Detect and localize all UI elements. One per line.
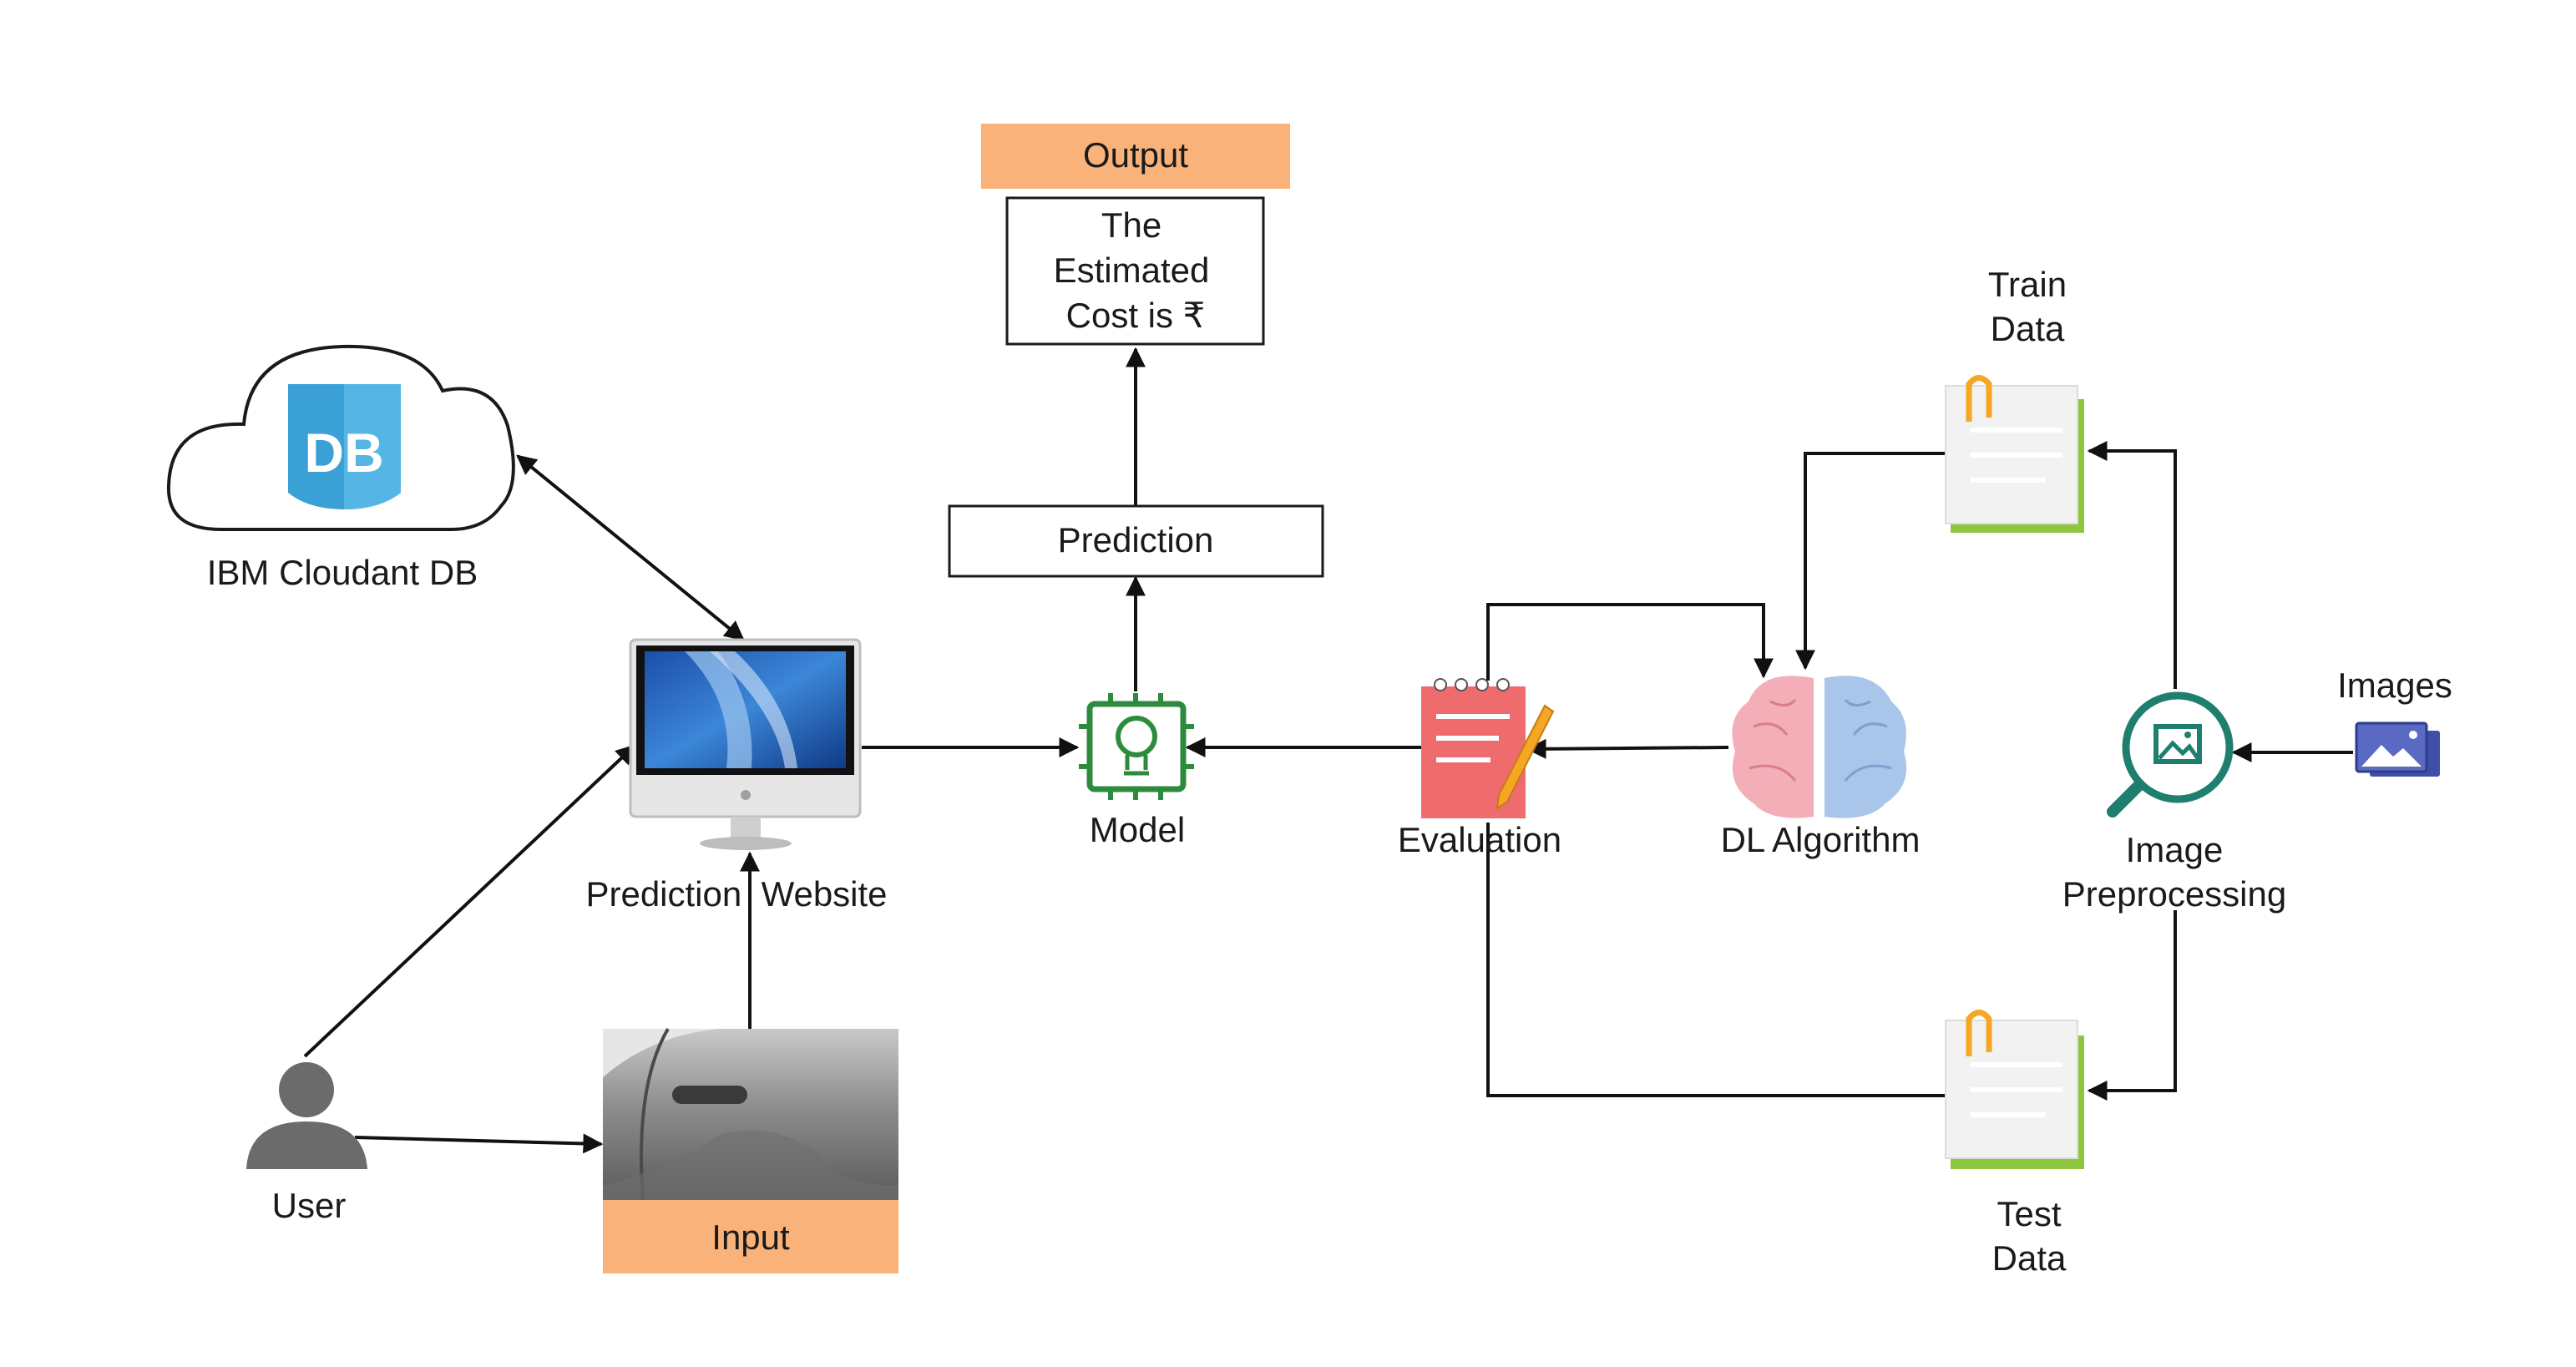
- cloud-db-node: DB IBM Cloudant DB: [166, 344, 515, 592]
- arrow-preprocessing-test: [2087, 910, 2177, 1101]
- chip-lightbulb-icon: [1079, 693, 1194, 800]
- notepad-pencil-icon: [1421, 678, 1555, 818]
- input-node: Input: [603, 1027, 898, 1273]
- dl-algorithm-node: DL Algorithm: [1721, 676, 1921, 859]
- prediction-node: Prediction: [948, 504, 1324, 578]
- evaluation-label: Evaluation: [1398, 820, 1561, 859]
- arrow-cloud-website: [516, 454, 745, 641]
- evaluation-node: Evaluation: [1398, 678, 1561, 859]
- arrow-dl-evaluation: [1526, 738, 1729, 759]
- output-text-line1: The: [1101, 205, 1161, 245]
- connectors: [303, 347, 2353, 1154]
- output-label: Output: [1083, 135, 1188, 175]
- user-icon: [246, 1062, 367, 1169]
- images-label: Images: [2337, 666, 2452, 705]
- output-text-line3: Cost is ₹: [1066, 296, 1206, 335]
- car-door-image: [603, 1027, 898, 1201]
- test-data-label-line2: Data: [1992, 1238, 2067, 1278]
- db-logo-text: DB: [304, 422, 383, 484]
- user-node: User: [246, 1062, 367, 1225]
- prediction-label: Prediction: [1058, 520, 1214, 559]
- dl-algorithm-label: DL Algorithm: [1721, 820, 1921, 859]
- image-preprocessing-label-line1: Image: [2126, 830, 2224, 869]
- output-node: Output The Estimated Cost is ₹: [981, 124, 1290, 346]
- user-label: User: [272, 1186, 347, 1225]
- output-text-line2: Estimated: [1054, 251, 1210, 290]
- arrow-user-input: [354, 1133, 604, 1154]
- image-preprocessing-node: Image Preprocessing: [2062, 691, 2286, 914]
- arrow-train-dl: [1795, 452, 1946, 671]
- input-label: Input: [711, 1218, 790, 1257]
- train-data-label-line1: Train: [1988, 265, 2067, 304]
- image-preprocessing-label-line2: Preprocessing: [2062, 874, 2286, 914]
- model-node: Model: [1079, 693, 1194, 849]
- website-label: Prediction Website: [585, 874, 887, 914]
- train-data-label-line2: Data: [1991, 309, 2065, 348]
- arrow-test-evaluation: [1486, 823, 1946, 1097]
- model-label: Model: [1090, 810, 1185, 849]
- arrow-user-website: [303, 744, 636, 1058]
- train-data-node: Train Data: [1945, 265, 2084, 533]
- arrow-evaluation-dl-loop: [1486, 603, 1774, 681]
- cloud-db-label: IBM Cloudant DB: [207, 553, 478, 592]
- arrow-preprocessing-train: [2087, 441, 2177, 689]
- images-node: Images: [2337, 666, 2452, 777]
- photo-stack-icon: [2355, 721, 2440, 777]
- test-data-label-line1: Test: [1997, 1194, 2061, 1233]
- magnifier-image-icon: [2107, 691, 2234, 818]
- db-icon: DB: [288, 384, 401, 509]
- brain-icon: [1732, 676, 1907, 818]
- monitor-icon: [629, 638, 862, 850]
- document-clip-icon: [1945, 1010, 2084, 1169]
- website-node: Prediction Website: [585, 638, 888, 914]
- document-clip-icon: [1945, 375, 2084, 533]
- test-data-node: Test Data: [1945, 1010, 2084, 1278]
